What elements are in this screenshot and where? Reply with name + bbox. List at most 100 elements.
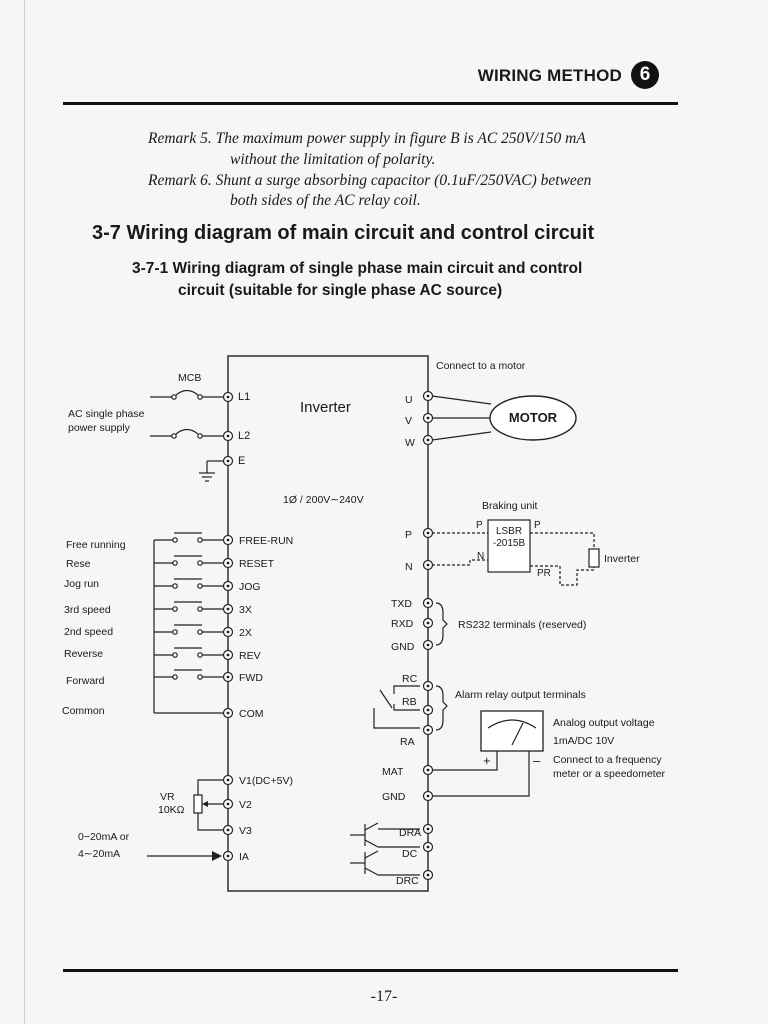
relay-contact-symbol xyxy=(373,685,420,729)
input-switch-rev xyxy=(154,647,223,658)
remark-5: Remark 5. The maximum power supply in fi… xyxy=(148,130,586,147)
transistor-symbols xyxy=(350,822,420,876)
vr-label: VR xyxy=(160,791,175,803)
terminal-ia: IA xyxy=(239,851,249,863)
input-label-3rd-speed: 3rd speed xyxy=(64,604,111,616)
input-label-forward: Forward xyxy=(66,675,105,687)
input-label-free-running: Free running xyxy=(66,539,126,551)
analog-meter xyxy=(480,710,544,752)
braking-wires xyxy=(432,532,595,586)
input-label-jog-run: Jog run xyxy=(64,578,99,590)
braking-unit-caption: Braking unit xyxy=(482,500,538,512)
footer-rule xyxy=(63,969,678,972)
power-supply-label-1: AC single phase xyxy=(68,408,145,420)
l2-breaker xyxy=(150,428,223,439)
left-terminal-block xyxy=(222,534,234,862)
terminal-dc: DC xyxy=(402,848,418,860)
terminal-reset: RESET xyxy=(239,558,275,570)
terminal-free-run: FREE-RUN xyxy=(239,535,293,547)
input-switch-jog xyxy=(154,578,223,589)
inverter-label: Inverter xyxy=(300,399,351,416)
terminal-rc: RC xyxy=(402,673,418,685)
terminal-txd: TXD xyxy=(391,598,412,610)
subsection-heading-cont: circuit (suitable for single phase AC so… xyxy=(178,282,503,299)
input-switch-2x xyxy=(154,624,223,635)
input-switch-reset xyxy=(154,555,223,566)
relay-brace xyxy=(435,685,448,731)
braking-pr-label: PR xyxy=(537,568,551,579)
braking-inverter-label: Inverter xyxy=(604,553,640,565)
terminal-com: COM xyxy=(239,708,264,720)
terminal-u: U xyxy=(405,394,413,406)
terminal-jog: JOG xyxy=(239,581,261,593)
terminal-gnd-rs232: GND xyxy=(391,641,415,653)
supply-spec-label: 1Ø / 200V∼240V xyxy=(283,494,364,506)
relay-label: Alarm relay output terminals xyxy=(455,689,586,701)
motor-caption: Connect to a motor xyxy=(436,360,526,372)
meter-note-1: Connect to a frequency xyxy=(553,754,662,766)
rs232-brace xyxy=(435,602,448,646)
input-label-reset: Rese xyxy=(66,558,91,570)
terminal-2x: 2X xyxy=(239,627,252,639)
remark-6-cont: both sides of the AC relay coil. xyxy=(230,192,421,209)
vr-value: 10KΩ xyxy=(158,804,185,816)
terminal-fwd: FWD xyxy=(239,672,263,684)
motor-label: MOTOR xyxy=(509,410,558,425)
current-input-arrow xyxy=(147,851,222,861)
input-label-reverse: Reverse xyxy=(64,648,103,660)
meter-minus: – xyxy=(533,753,541,768)
motor-wires xyxy=(431,395,492,441)
terminal-rxd: RXD xyxy=(391,618,414,630)
l1-breaker xyxy=(150,389,223,400)
header-rule xyxy=(63,102,678,105)
terminal-l2: L2 xyxy=(238,430,250,442)
input-label-2nd-speed: 2nd speed xyxy=(64,626,113,638)
remark-6: Remark 6. Shunt a surge absorbing capaci… xyxy=(148,172,592,189)
page-edge xyxy=(24,0,25,1024)
braking-n-label: N xyxy=(477,551,484,562)
power-supply-label-2: power supply xyxy=(68,422,131,434)
meter-wires xyxy=(432,751,530,797)
meter-needle xyxy=(511,722,524,746)
input-switch-free-run xyxy=(154,532,223,543)
terminal-l1: L1 xyxy=(238,391,250,403)
terminal-p: P xyxy=(405,529,412,541)
chapter-number-badge: 6 xyxy=(631,61,659,89)
terminal-v3: V3 xyxy=(239,825,252,837)
section-heading: 3-7 Wiring diagram of main circuit and c… xyxy=(92,222,595,244)
right-terminal-block xyxy=(422,390,434,881)
terminal-gnd-analog: GND xyxy=(382,791,406,803)
remark-5-cont: without the limitation of polarity. xyxy=(230,151,436,168)
chapter-title: WIRING METHOD xyxy=(477,66,622,85)
braking-p-in-label: P xyxy=(476,520,483,531)
terminal-v: V xyxy=(405,415,412,427)
input-label-common: Common xyxy=(62,705,105,717)
motor-symbol xyxy=(489,395,577,441)
braking-unit-model-2: -2015B xyxy=(493,538,526,549)
terminal-drc: DRC xyxy=(396,875,419,887)
terminal-ra: RA xyxy=(400,736,415,748)
terminal-v1: V1(DC+5V) xyxy=(239,775,293,787)
braking-unit-model-1: LSBR xyxy=(496,526,522,537)
page-number: -17- xyxy=(370,988,398,1005)
power-terminals xyxy=(222,391,234,467)
terminal-mat: MAT xyxy=(382,766,404,778)
analog-output-label-1: Analog output voltage xyxy=(553,717,655,729)
terminal-3x: 3X xyxy=(239,604,252,616)
terminal-rb: RB xyxy=(402,696,417,708)
current-input-label-1: 0−20mA or xyxy=(78,831,130,843)
terminal-w: W xyxy=(405,437,415,449)
meter-plus: + xyxy=(483,753,491,768)
input-switch-3x xyxy=(154,601,223,612)
terminal-dra: DRA xyxy=(399,827,421,839)
braking-p-out-label: P xyxy=(534,520,541,531)
meter-dial xyxy=(487,719,537,729)
current-input-label-2: 4∼20mA xyxy=(78,848,120,860)
rs232-label: RS232 terminals (reserved) xyxy=(458,619,586,631)
subsection-heading: 3-7-1 Wiring diagram of single phase mai… xyxy=(132,260,583,277)
analog-output-label-2: 1mA/DC 10V xyxy=(553,735,614,747)
potentiometer-symbol xyxy=(193,779,223,831)
braking-unit-box xyxy=(487,519,531,573)
braking-resistor xyxy=(588,548,600,568)
